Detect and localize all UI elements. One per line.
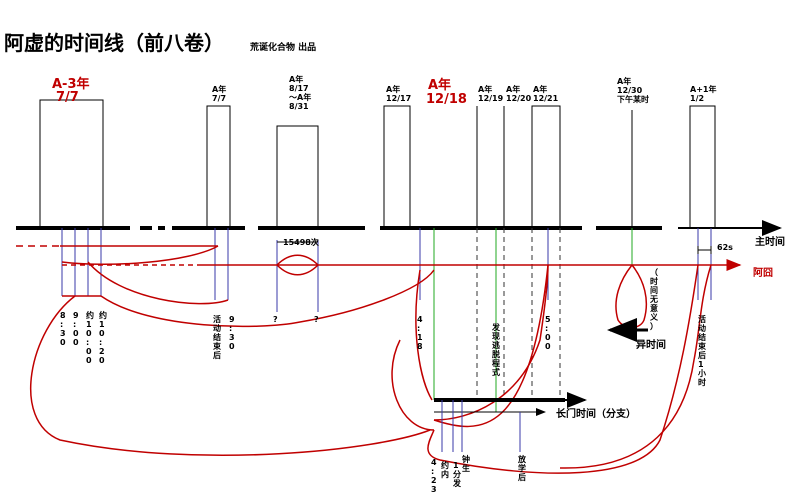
nagato-time-label: 长门时间（分支） xyxy=(556,407,636,420)
header-a3: A-3年 xyxy=(52,76,90,92)
activity-end: 活动结束后 xyxy=(212,314,222,360)
after-school: 放学后 xyxy=(517,454,527,482)
no-time-meaning: （时间无意义） xyxy=(649,267,659,331)
other-time-label: 异时间 xyxy=(636,338,666,351)
nagato-axis xyxy=(434,392,587,452)
header-y1218-date: 12/18 xyxy=(426,92,467,107)
escape-program: 发现逃脱程式 xyxy=(491,322,501,377)
page-title: 阿虚的时间线（前八卷） xyxy=(4,31,224,55)
gap-label: 62s xyxy=(717,243,733,252)
loops-count: 15498次 xyxy=(283,237,319,247)
question-2: ? xyxy=(314,315,319,324)
dashed-lines xyxy=(476,228,561,400)
gap-marker xyxy=(697,246,712,254)
question-1: ? xyxy=(273,315,278,324)
credit: 荒诞化合物 出品 xyxy=(249,41,316,53)
main-axis-label: 主时间 xyxy=(755,235,785,248)
protagonist-label: 阿囧 xyxy=(753,267,773,279)
header-brackets xyxy=(39,99,716,228)
header-a3-date: 7/7 xyxy=(56,90,79,105)
protagonist-path xyxy=(16,245,742,474)
green-lines xyxy=(433,228,633,412)
header-y1218: A年 xyxy=(428,77,451,93)
within-label: 约内 xyxy=(441,460,449,479)
happen-label: 钟生 xyxy=(462,454,470,473)
